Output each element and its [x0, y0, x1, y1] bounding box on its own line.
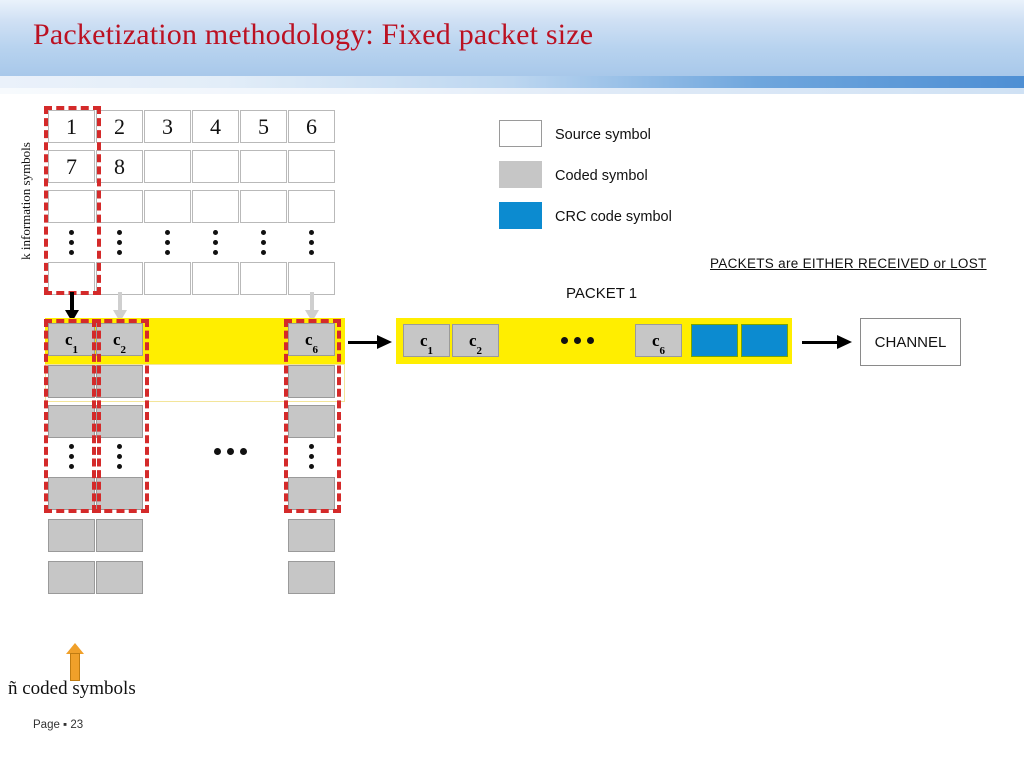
coded-column-ellipsis	[96, 440, 143, 473]
source-cell	[240, 262, 287, 295]
slide-header	[0, 0, 1024, 76]
legend-swatch-crc-symbol	[499, 202, 542, 229]
source-column-ellipsis	[96, 226, 143, 259]
source-cell: 8	[96, 150, 143, 183]
source-cell	[96, 190, 143, 223]
source-cell: 1	[48, 110, 95, 143]
source-cell: 6	[288, 110, 335, 143]
source-cell	[144, 150, 191, 183]
packet-cell-c6: c6	[635, 324, 682, 357]
n-coded-symbols-label: ñ coded symbols	[8, 678, 136, 699]
source-column-ellipsis	[192, 226, 239, 259]
coded-symbol	[96, 561, 143, 594]
packet-cell-crc-2	[741, 324, 788, 357]
coded-column-2-selection	[92, 319, 149, 513]
source-cell: 5	[240, 110, 287, 143]
page-title: Packetization methodology: Fixed packet …	[33, 18, 594, 51]
source-cell: 3	[144, 110, 191, 143]
coded-symbol	[288, 405, 335, 438]
legend-label-source-symbol: Source symbol	[555, 127, 651, 143]
source-cell	[192, 150, 239, 183]
coded-column-ellipsis	[48, 440, 95, 473]
source-column-selection	[44, 106, 101, 295]
coded-column-1-selection	[44, 319, 101, 513]
source-cell	[144, 262, 191, 295]
source-cell	[240, 190, 287, 223]
source-grid-axis-label: k information symbols	[18, 142, 33, 260]
source-column-ellipsis	[288, 226, 335, 259]
coded-symbol-c6: c6	[288, 323, 335, 356]
packet-1-label: PACKET 1	[566, 285, 638, 302]
source-cell: 2	[96, 110, 143, 143]
coded-symbol-c1: c1	[48, 323, 95, 356]
coded-symbol	[48, 561, 95, 594]
source-cell	[192, 262, 239, 295]
n-coded-symbols-arrow	[66, 643, 84, 681]
source-cell	[192, 190, 239, 223]
coded-symbol	[96, 405, 143, 438]
packets-received-or-lost-note: PACKETS are EITHER RECEIVED or LOST	[710, 256, 987, 271]
coded-symbol	[96, 365, 143, 398]
source-column-ellipsis	[144, 226, 191, 259]
legend-label-coded-symbol: Coded symbol	[555, 168, 648, 184]
coded-symbol	[96, 477, 143, 510]
coded-symbol	[48, 519, 95, 552]
source-cell	[240, 150, 287, 183]
source-cell	[144, 190, 191, 223]
legend-label-crc-symbol: CRC code symbol	[555, 209, 672, 225]
coded-matrix-ellipsis	[214, 448, 247, 455]
coded-symbol	[288, 365, 335, 398]
coded-symbol	[288, 519, 335, 552]
source-cell	[96, 262, 143, 295]
coded-symbol	[96, 519, 143, 552]
packet-cell-c1: c1	[403, 324, 450, 357]
coded-symbol-c2: c2	[96, 323, 143, 356]
legend-swatch-source-symbol	[499, 120, 542, 147]
packet-cell-crc-1	[691, 324, 738, 357]
source-column-ellipsis	[48, 226, 95, 259]
coded-column-ellipsis	[288, 440, 335, 473]
source-cell	[48, 190, 95, 223]
source-cell: 7	[48, 150, 95, 183]
packet-cells-ellipsis	[561, 337, 594, 344]
source-cell	[288, 262, 335, 295]
header-accent-band	[0, 76, 1024, 88]
legend-swatch-coded-symbol	[499, 161, 542, 188]
page-number: Page ▪ 23	[33, 719, 84, 731]
channel-box: CHANNEL	[860, 318, 961, 366]
header-accent-band-secondary	[0, 88, 1024, 94]
source-cell	[288, 190, 335, 223]
coded-column-6-selection	[284, 319, 341, 513]
source-cell: 4	[192, 110, 239, 143]
source-cell	[288, 150, 335, 183]
coded-symbol	[288, 561, 335, 594]
source-column-ellipsis	[240, 226, 287, 259]
packet-cell-c2: c2	[452, 324, 499, 357]
